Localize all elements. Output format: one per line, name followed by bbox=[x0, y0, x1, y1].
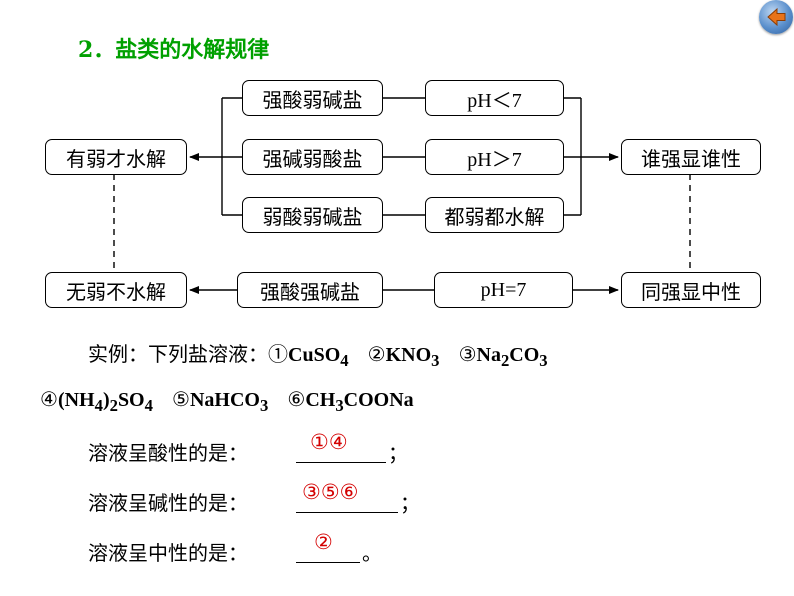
answer-acidic: ①④ bbox=[310, 430, 348, 454]
left-top-box: 有弱才水解 bbox=[45, 139, 187, 175]
example-intro: 实例：下列盐溶液： bbox=[88, 342, 268, 366]
salt-box-3: 弱酸弱碱盐 bbox=[242, 197, 383, 233]
question-neutral-label: 溶液呈中性的是： bbox=[88, 541, 248, 565]
answer-neutral: ② bbox=[314, 530, 333, 554]
salt-6-num: ⑥ bbox=[287, 387, 306, 411]
question-acidic-label: 溶液呈酸性的是： bbox=[88, 441, 248, 465]
answer-basic: ③⑤⑥ bbox=[302, 480, 359, 504]
salt-1-formula: CuSO4 bbox=[288, 344, 349, 370]
answer-blank-basic bbox=[296, 512, 398, 513]
salt-6-formula: CH3COONa bbox=[305, 389, 414, 415]
salt-2-num: ② bbox=[367, 342, 386, 366]
back-arrow-icon bbox=[767, 7, 786, 27]
question-acidic-end: ； bbox=[388, 441, 408, 465]
salt-5-formula: NaHCO3 bbox=[189, 389, 269, 415]
result-box-2: pH＞7 bbox=[425, 139, 564, 175]
salt-5-num: ⑤ bbox=[172, 387, 190, 411]
page-title: 2．盐类的水解规律 bbox=[78, 37, 270, 63]
question-basic-end: ； bbox=[400, 491, 420, 515]
salt-2-formula: KNO3 bbox=[385, 344, 440, 370]
result-box-4: pH=7 bbox=[434, 272, 573, 308]
question-basic-label: 溶液呈碱性的是： bbox=[88, 491, 248, 515]
answer-blank-acidic bbox=[296, 462, 386, 463]
salt-4-formula: (NH4)2SO4 bbox=[57, 389, 153, 415]
right-top-box: 谁强显谁性 bbox=[621, 139, 761, 175]
salt-box-1: 强酸弱碱盐 bbox=[242, 80, 383, 116]
salt-3-num: ③ bbox=[458, 342, 477, 366]
salt-4-num: ④ bbox=[40, 387, 58, 411]
right-bottom-box: 同强显中性 bbox=[621, 272, 761, 308]
back-button[interactable] bbox=[759, 0, 793, 34]
salt-1-num: ① bbox=[268, 342, 288, 366]
example-line-1: 实例：下列盐溶液：①CuSO4 ②KNO3 ③Na2CO3 bbox=[88, 338, 548, 371]
result-box-1: pH＜7 bbox=[425, 80, 564, 116]
salt-3-formula: Na2CO3 bbox=[476, 344, 548, 370]
question-neutral-end: 。 bbox=[362, 541, 382, 565]
example-line-2: ④(NH4)2SO4 ⑤NaHCO3 ⑥CH3COONa bbox=[40, 387, 414, 416]
answer-blank-neutral bbox=[296, 562, 360, 563]
salt-box-4: 强酸强碱盐 bbox=[237, 272, 383, 308]
salt-box-2: 强碱弱酸盐 bbox=[242, 139, 383, 175]
left-bottom-box: 无弱不水解 bbox=[45, 272, 187, 308]
result-box-3: 都弱都水解 bbox=[425, 197, 564, 233]
